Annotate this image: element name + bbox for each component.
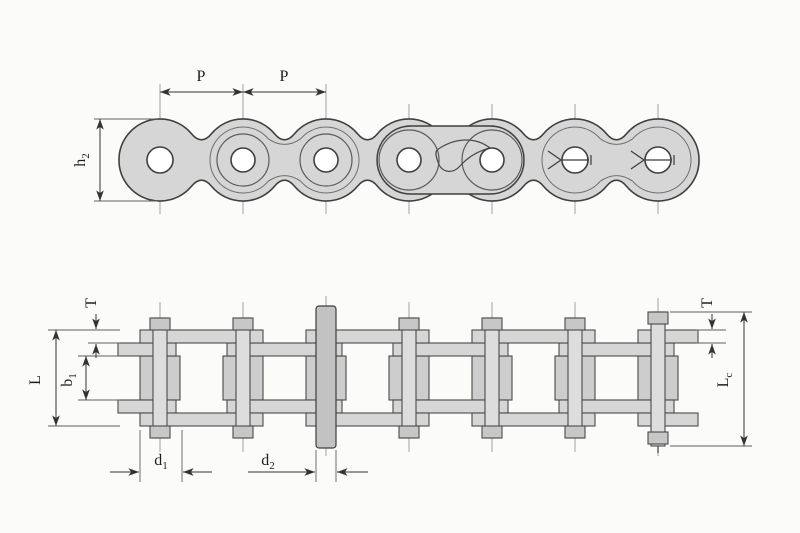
outer-plate bbox=[305, 329, 430, 344]
dimension-b1: b1 bbox=[59, 355, 120, 401]
dimension-d2: d2 bbox=[248, 450, 368, 482]
label-pitch-1: P bbox=[197, 68, 206, 85]
label-Lc: Lc bbox=[715, 373, 735, 388]
label-T-right: T bbox=[699, 298, 716, 308]
roller bbox=[461, 129, 523, 191]
pin bbox=[567, 317, 583, 439]
outer-plate bbox=[471, 412, 596, 427]
pin-hole bbox=[396, 147, 422, 173]
outer-plate bbox=[637, 329, 699, 344]
pin-cap bbox=[398, 317, 420, 331]
label-h2: h2 bbox=[72, 153, 92, 167]
connecting-link-plate bbox=[376, 125, 525, 195]
dimension-h2: h2 bbox=[72, 118, 158, 202]
top-view: P P h2 bbox=[72, 68, 700, 214]
outer-plate bbox=[139, 412, 264, 427]
pin-cap bbox=[232, 425, 254, 439]
pin bbox=[650, 311, 666, 447]
roller bbox=[216, 133, 270, 187]
pin bbox=[484, 317, 500, 439]
pin-cap bbox=[398, 425, 420, 439]
outer-plate bbox=[139, 329, 264, 344]
inner-plate bbox=[226, 342, 343, 357]
pin-cap bbox=[149, 317, 171, 331]
cotter-pin-mark bbox=[630, 150, 675, 170]
dimension-Lc: Lc bbox=[670, 311, 752, 447]
roller bbox=[378, 129, 440, 191]
pin bbox=[235, 317, 251, 439]
dimension-L: L bbox=[27, 329, 120, 427]
outer-plate bbox=[637, 412, 699, 427]
pin-cap bbox=[564, 425, 586, 439]
dimension-d1: d1 bbox=[110, 430, 212, 482]
pin-caps bbox=[149, 311, 669, 445]
inner-plate bbox=[392, 342, 509, 357]
pin-hole bbox=[313, 147, 339, 173]
pin-cap bbox=[647, 311, 669, 325]
pin-hole bbox=[230, 147, 256, 173]
pin-cap bbox=[149, 425, 171, 439]
label-d1: d1 bbox=[154, 452, 168, 472]
pin-cap bbox=[647, 431, 669, 445]
pin-cap bbox=[481, 317, 503, 331]
label-b1: b1 bbox=[59, 373, 79, 387]
pin bbox=[152, 317, 168, 439]
inner-plate bbox=[558, 342, 675, 357]
inner-plate bbox=[558, 399, 675, 414]
cotter-pin-mark bbox=[547, 150, 592, 170]
pin-hole bbox=[146, 146, 174, 174]
pin-cap bbox=[232, 317, 254, 331]
label-d2: d2 bbox=[261, 452, 275, 472]
outer-plate bbox=[471, 329, 596, 344]
dimension-pitch-2: P bbox=[243, 68, 326, 96]
bottom-view: L b1 T T bbox=[27, 296, 752, 482]
label-pitch-2: P bbox=[280, 68, 289, 85]
inner-plates bbox=[117, 342, 675, 414]
pin-cap bbox=[481, 425, 503, 439]
inner-plate bbox=[392, 399, 509, 414]
outer-plate bbox=[305, 412, 430, 427]
dimension-pitch-1: P bbox=[160, 68, 243, 96]
label-L: L bbox=[27, 375, 44, 385]
link-slot bbox=[435, 139, 492, 172]
pin-hole bbox=[479, 147, 505, 173]
roller bbox=[299, 133, 353, 187]
dimension-T-right: T bbox=[696, 298, 726, 358]
connecting-pin bbox=[315, 305, 337, 449]
pin-cap bbox=[564, 317, 586, 331]
inner-plate bbox=[226, 399, 343, 414]
inner-plate-contour bbox=[209, 126, 360, 194]
inner-plate-contour bbox=[541, 126, 692, 194]
pin bbox=[401, 317, 417, 439]
label-T-left: T bbox=[83, 298, 100, 308]
dimension-T-left: T bbox=[83, 298, 120, 358]
